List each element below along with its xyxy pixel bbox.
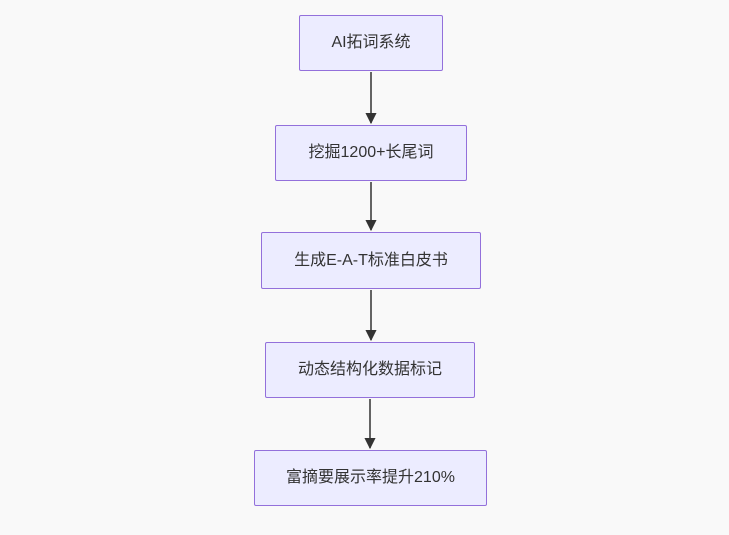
flow-node-label: AI拓词系统 (331, 34, 411, 52)
flow-node-n4: 动态结构化数据标记 (265, 342, 475, 398)
flow-node-n2: 挖掘1200+长尾词 (275, 125, 467, 181)
flow-node-label: 动态结构化数据标记 (297, 361, 442, 379)
flow-node-n5: 富摘要展示率提升210% (254, 450, 487, 506)
flow-node-label: 富摘要展示率提升210% (286, 469, 455, 487)
flow-node-n1: AI拓词系统 (299, 15, 443, 71)
flow-node-label: 挖掘1200+长尾词 (308, 144, 434, 162)
flow-node-label: 生成E-A-T标准白皮书 (294, 251, 448, 269)
flow-node-n3: 生成E-A-T标准白皮书 (261, 232, 481, 289)
